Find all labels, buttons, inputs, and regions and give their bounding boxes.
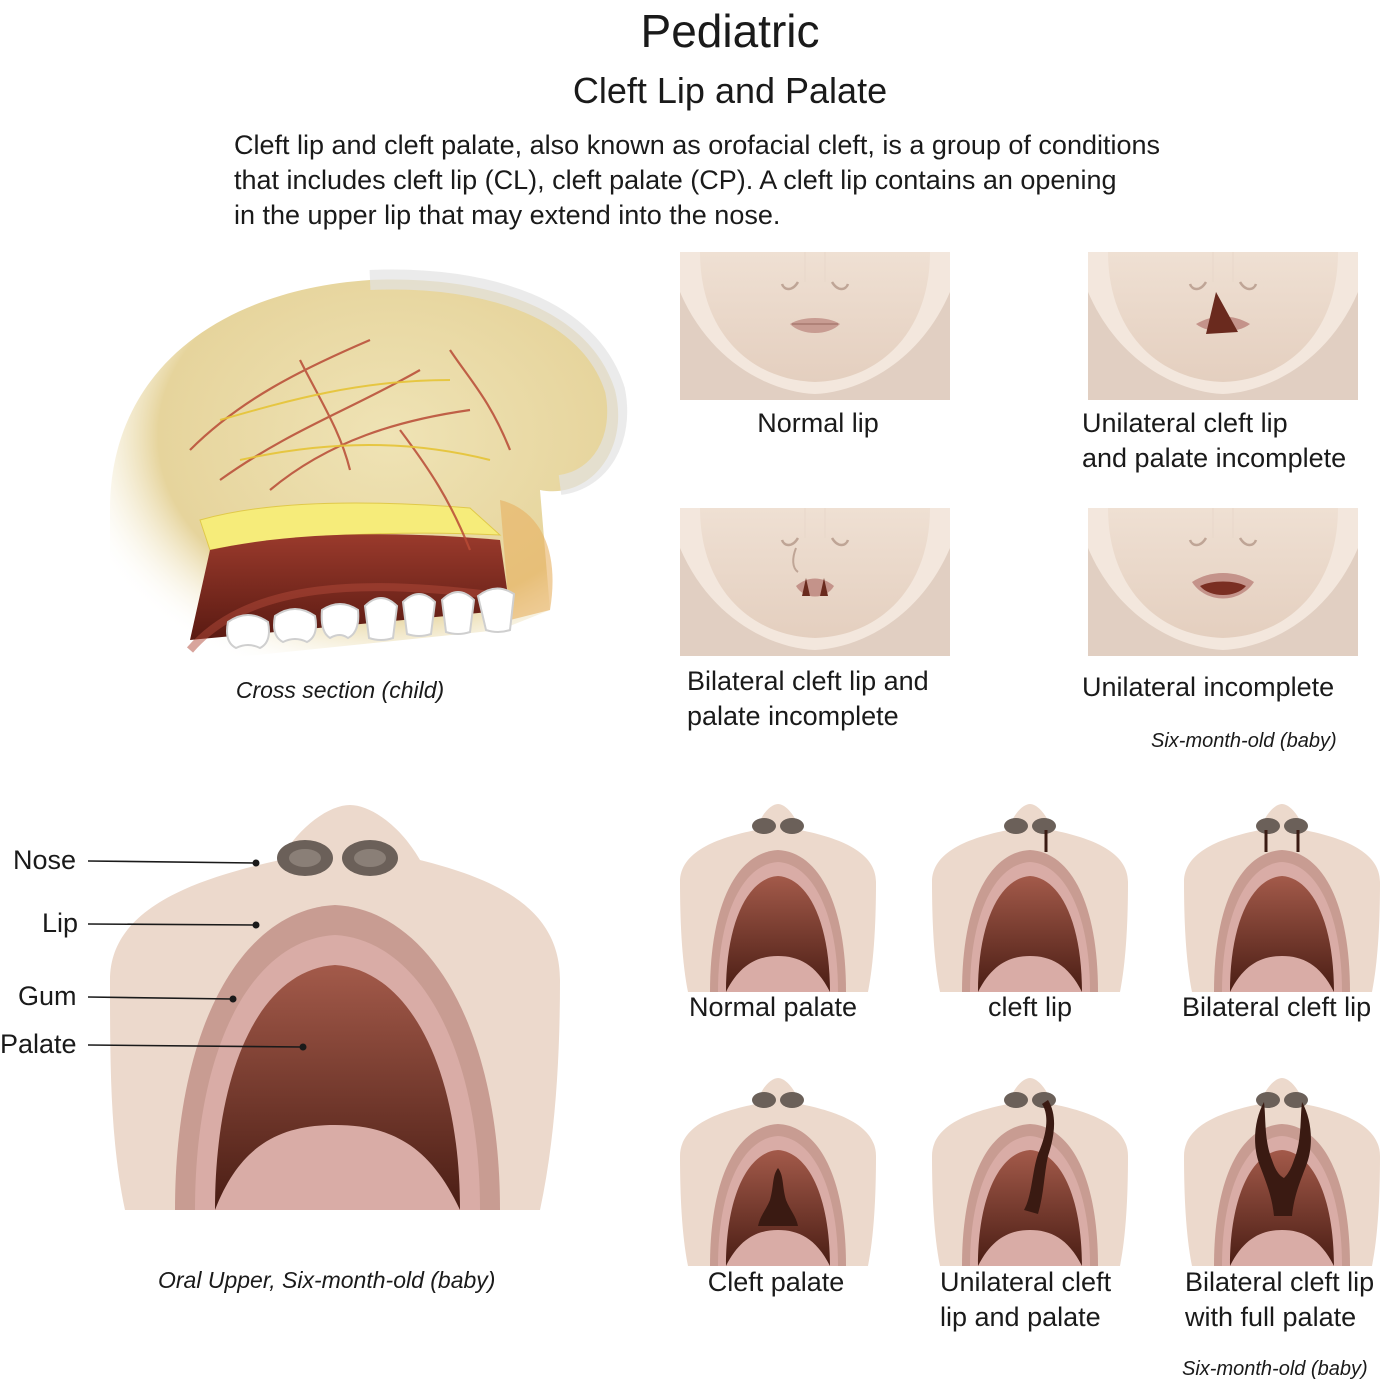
face-bilateral-cleft-lip — [678, 506, 952, 658]
palate-label-bilateral-full: Bilateral cleft lip with full palate — [1185, 1267, 1375, 1332]
anatomy-leader-lines — [87, 859, 307, 1051]
palate-label-cleft-lip: cleft lip — [987, 992, 1073, 1022]
palate-label-normal: Normal palate — [688, 992, 858, 1022]
normal-lip-mouth — [790, 318, 840, 333]
lip-label-bilateral-cleft: Bilateral cleft lip and palate incomplet… — [687, 666, 929, 731]
palate-bilateral-cleft-lip — [1184, 804, 1380, 992]
label-nose: Nose — [13, 845, 77, 875]
lip-caption: Six-month-old (baby) — [1151, 730, 1337, 752]
label-lip: Lip — [42, 908, 79, 938]
oral-anatomy-illustration — [110, 805, 560, 1210]
palate-label-unilateral-cleft: Unilateral cleft lip and palate — [940, 1267, 1112, 1332]
lip-label-unilateral-incomplete: Unilateral incomplete — [1082, 672, 1335, 702]
face-unilateral-incomplete — [1086, 506, 1360, 658]
palate-cleft-lip — [932, 804, 1128, 992]
intro-line-1: Cleft lip and cleft palate, also known a… — [234, 130, 1161, 160]
palate-label-cleft-palate: Cleft palate — [707, 1267, 845, 1297]
lip-label-unilateral-cleft: Unilateral cleft lip and palate incomple… — [1082, 408, 1347, 473]
palate-bilateral-full — [1184, 1078, 1380, 1266]
palate-unilateral-cleft — [932, 1078, 1128, 1266]
oral-anatomy-caption: Oral Upper, Six-month-old (baby) — [158, 1267, 496, 1293]
palate-label-bilateral-cleft-lip: Bilateral cleft lip — [1182, 992, 1372, 1022]
intro-paragraph: Cleft lip and cleft palate, also known a… — [234, 128, 1254, 233]
label-gum: Gum — [18, 981, 77, 1011]
palate-caption: Six-month-old (baby) — [1182, 1358, 1368, 1380]
lip-label-normal: Normal lip — [757, 408, 879, 438]
palate-cleft-palate — [680, 1078, 876, 1266]
palate-normal — [680, 804, 876, 992]
label-palate: Palate — [0, 1029, 77, 1059]
intro-line-3: in the upper lip that may extend into th… — [234, 200, 781, 230]
page-subtitle: Cleft Lip and Palate — [572, 70, 888, 111]
cross-section-caption: Cross section (child) — [235, 677, 445, 703]
palate-symbol-defs — [0, 0, 1, 1]
face-unilateral-cleft-lip — [1086, 250, 1360, 402]
page-title: Pediatric — [640, 5, 820, 57]
cross-section-illustration — [110, 269, 628, 670]
intro-line-2: that includes cleft lip (CL), cleft pala… — [234, 165, 1117, 195]
